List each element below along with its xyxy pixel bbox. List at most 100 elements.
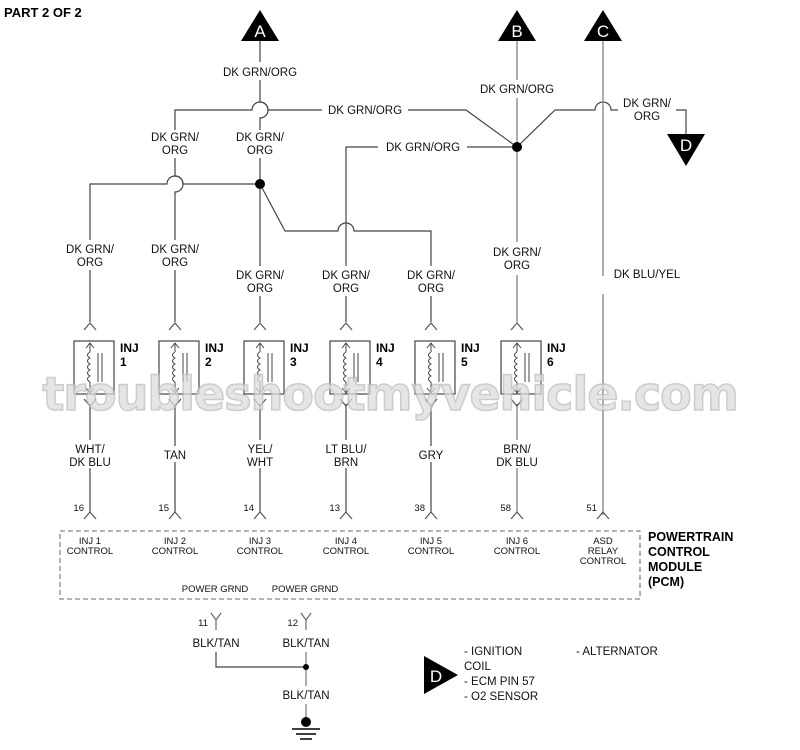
label-b-to-inj6: DK GRN/ORG — [493, 247, 542, 272]
connector-a: A — [241, 10, 279, 41]
injector-signal-label: WHT/DK BLU — [69, 444, 111, 469]
injector-feed-label: DK GRN/ORG — [151, 244, 200, 269]
connector-b: B — [498, 10, 536, 41]
pcm-pin-connector-icon — [168, 511, 182, 520]
injector-signal-label: GRY — [419, 450, 444, 462]
connector-chevron-icon — [339, 398, 353, 407]
connector-chevron-icon — [510, 322, 524, 331]
pcm-pin-connector-icon — [253, 511, 267, 520]
wires — [89, 41, 687, 515]
legend-d-letter: D — [430, 667, 442, 686]
legend-item: - ECM PIN 57 — [464, 676, 535, 688]
multiline-wire-labels: DK GRN/ORG DK GRN/ORG DK GRN/ORG DK GRN/ORG — [151, 98, 672, 272]
wire-a-horizontal — [174, 101, 322, 130]
injector-box — [243, 340, 285, 395]
pcm-pin-number: 14 — [243, 503, 254, 514]
label-branch-inj2-top: DK GRN/ORG — [151, 132, 200, 157]
connector-a-triangle-icon — [241, 10, 279, 41]
connector-chevron-icon — [83, 322, 97, 331]
label-a-main: DK GRN/ORG — [223, 67, 297, 79]
label-c-main: DK BLU/YEL — [614, 269, 681, 281]
wire-b-to-d-right — [676, 109, 687, 134]
injector-box — [500, 340, 542, 395]
pcm-box — [59, 530, 641, 600]
wire-b-to-inj4-left — [345, 146, 378, 266]
page-title: PART 2 OF 2 — [4, 5, 82, 20]
legend-d-items-left: - IGNITION COIL- ECM PIN 57- O2 SENSOR — [464, 646, 538, 703]
ground-circuit: 11 12 BLK/TAN BLK/TAN BLK/TAN — [192, 612, 330, 740]
injector-box — [73, 340, 115, 395]
legend-d: D - IGNITION COIL- ECM PIN 57- O2 SENSOR… — [424, 646, 658, 703]
wire-feed-lower — [89, 270, 432, 322]
ground-pin-11: 11 — [198, 618, 208, 629]
injector-box — [414, 340, 456, 395]
ground-pin-12-connector — [300, 612, 312, 630]
connector-b-letter: B — [511, 22, 522, 41]
asd-pin-number: 51 — [586, 503, 597, 514]
wire-a-main — [259, 41, 269, 130]
connector-chevron-icon — [510, 398, 524, 407]
pcm-pin-number: 15 — [158, 503, 169, 514]
connector-chevron-icon — [168, 398, 182, 407]
connector-d-letter: D — [680, 136, 692, 155]
injector-feed-label: DK GRN/ORG — [322, 270, 371, 295]
ground-wire-2-label: BLK/TAN — [282, 638, 329, 650]
pcm-pin-connector-icon — [596, 511, 610, 520]
injector-signal-label: TAN — [164, 450, 186, 462]
pcm-pin-number: 58 — [500, 503, 511, 514]
ground-wire-1 — [215, 652, 306, 668]
connector-chevron-icon — [424, 398, 438, 407]
ground-junction — [303, 664, 309, 670]
ground-icon — [292, 717, 320, 740]
junction-node-a — [255, 179, 265, 189]
pcm-pin-number: 38 — [414, 503, 425, 514]
ground-pin-12: 12 — [287, 618, 298, 629]
pcm-pin-connector-icon — [339, 511, 353, 520]
injector-coil-icon — [341, 342, 359, 394]
pcm-pin-connector-icon — [424, 511, 438, 520]
connector-b-triangle-icon — [498, 10, 536, 41]
injector-signal-label: YEL/WHT — [247, 444, 273, 469]
wire-a-to-b — [408, 109, 518, 148]
legend-d-items-right: - ALTERNATOR — [576, 646, 658, 658]
pcm-power-grnd-2: POWER GRND — [272, 584, 339, 595]
label-branch-inj3-top: DK GRN/ORG — [236, 132, 285, 157]
injector-box — [329, 340, 371, 395]
injector-signal-label: LT BLU/BRN — [325, 444, 367, 469]
connector-chevron-icon — [253, 322, 267, 331]
connector-c: C — [584, 10, 622, 41]
injector-coil-icon — [426, 342, 444, 394]
ground-wire-1-label: BLK/TAN — [192, 638, 239, 650]
connector-c-triangle-icon — [584, 10, 622, 41]
wire-labels: DK GRN/ORG DK GRN/ORG DK GRN/ORG DK GRN/… — [223, 67, 681, 281]
watermark: troubleshootmyvehicle.com — [42, 367, 737, 421]
wire-signals — [89, 404, 432, 512]
injector-coil-icon — [170, 342, 188, 394]
pcm-power-grnd-1: POWER GRND — [182, 584, 249, 595]
connector-c-letter: C — [597, 22, 609, 41]
connector-d-triangle-icon — [667, 134, 705, 166]
pcm-pin-number: 13 — [329, 503, 340, 514]
connector-chevron-icon — [424, 322, 438, 331]
connector-chevron-icon — [168, 322, 182, 331]
injector-coil-icon — [255, 342, 273, 394]
ground-pin-11-connector — [210, 612, 222, 630]
injector-signal-label: BRN/DK BLU — [496, 444, 538, 469]
wire-b-to-d-left — [516, 101, 618, 148]
connector-chevron-icon — [253, 398, 267, 407]
wire-inj2-feed-upper — [174, 158, 184, 240]
